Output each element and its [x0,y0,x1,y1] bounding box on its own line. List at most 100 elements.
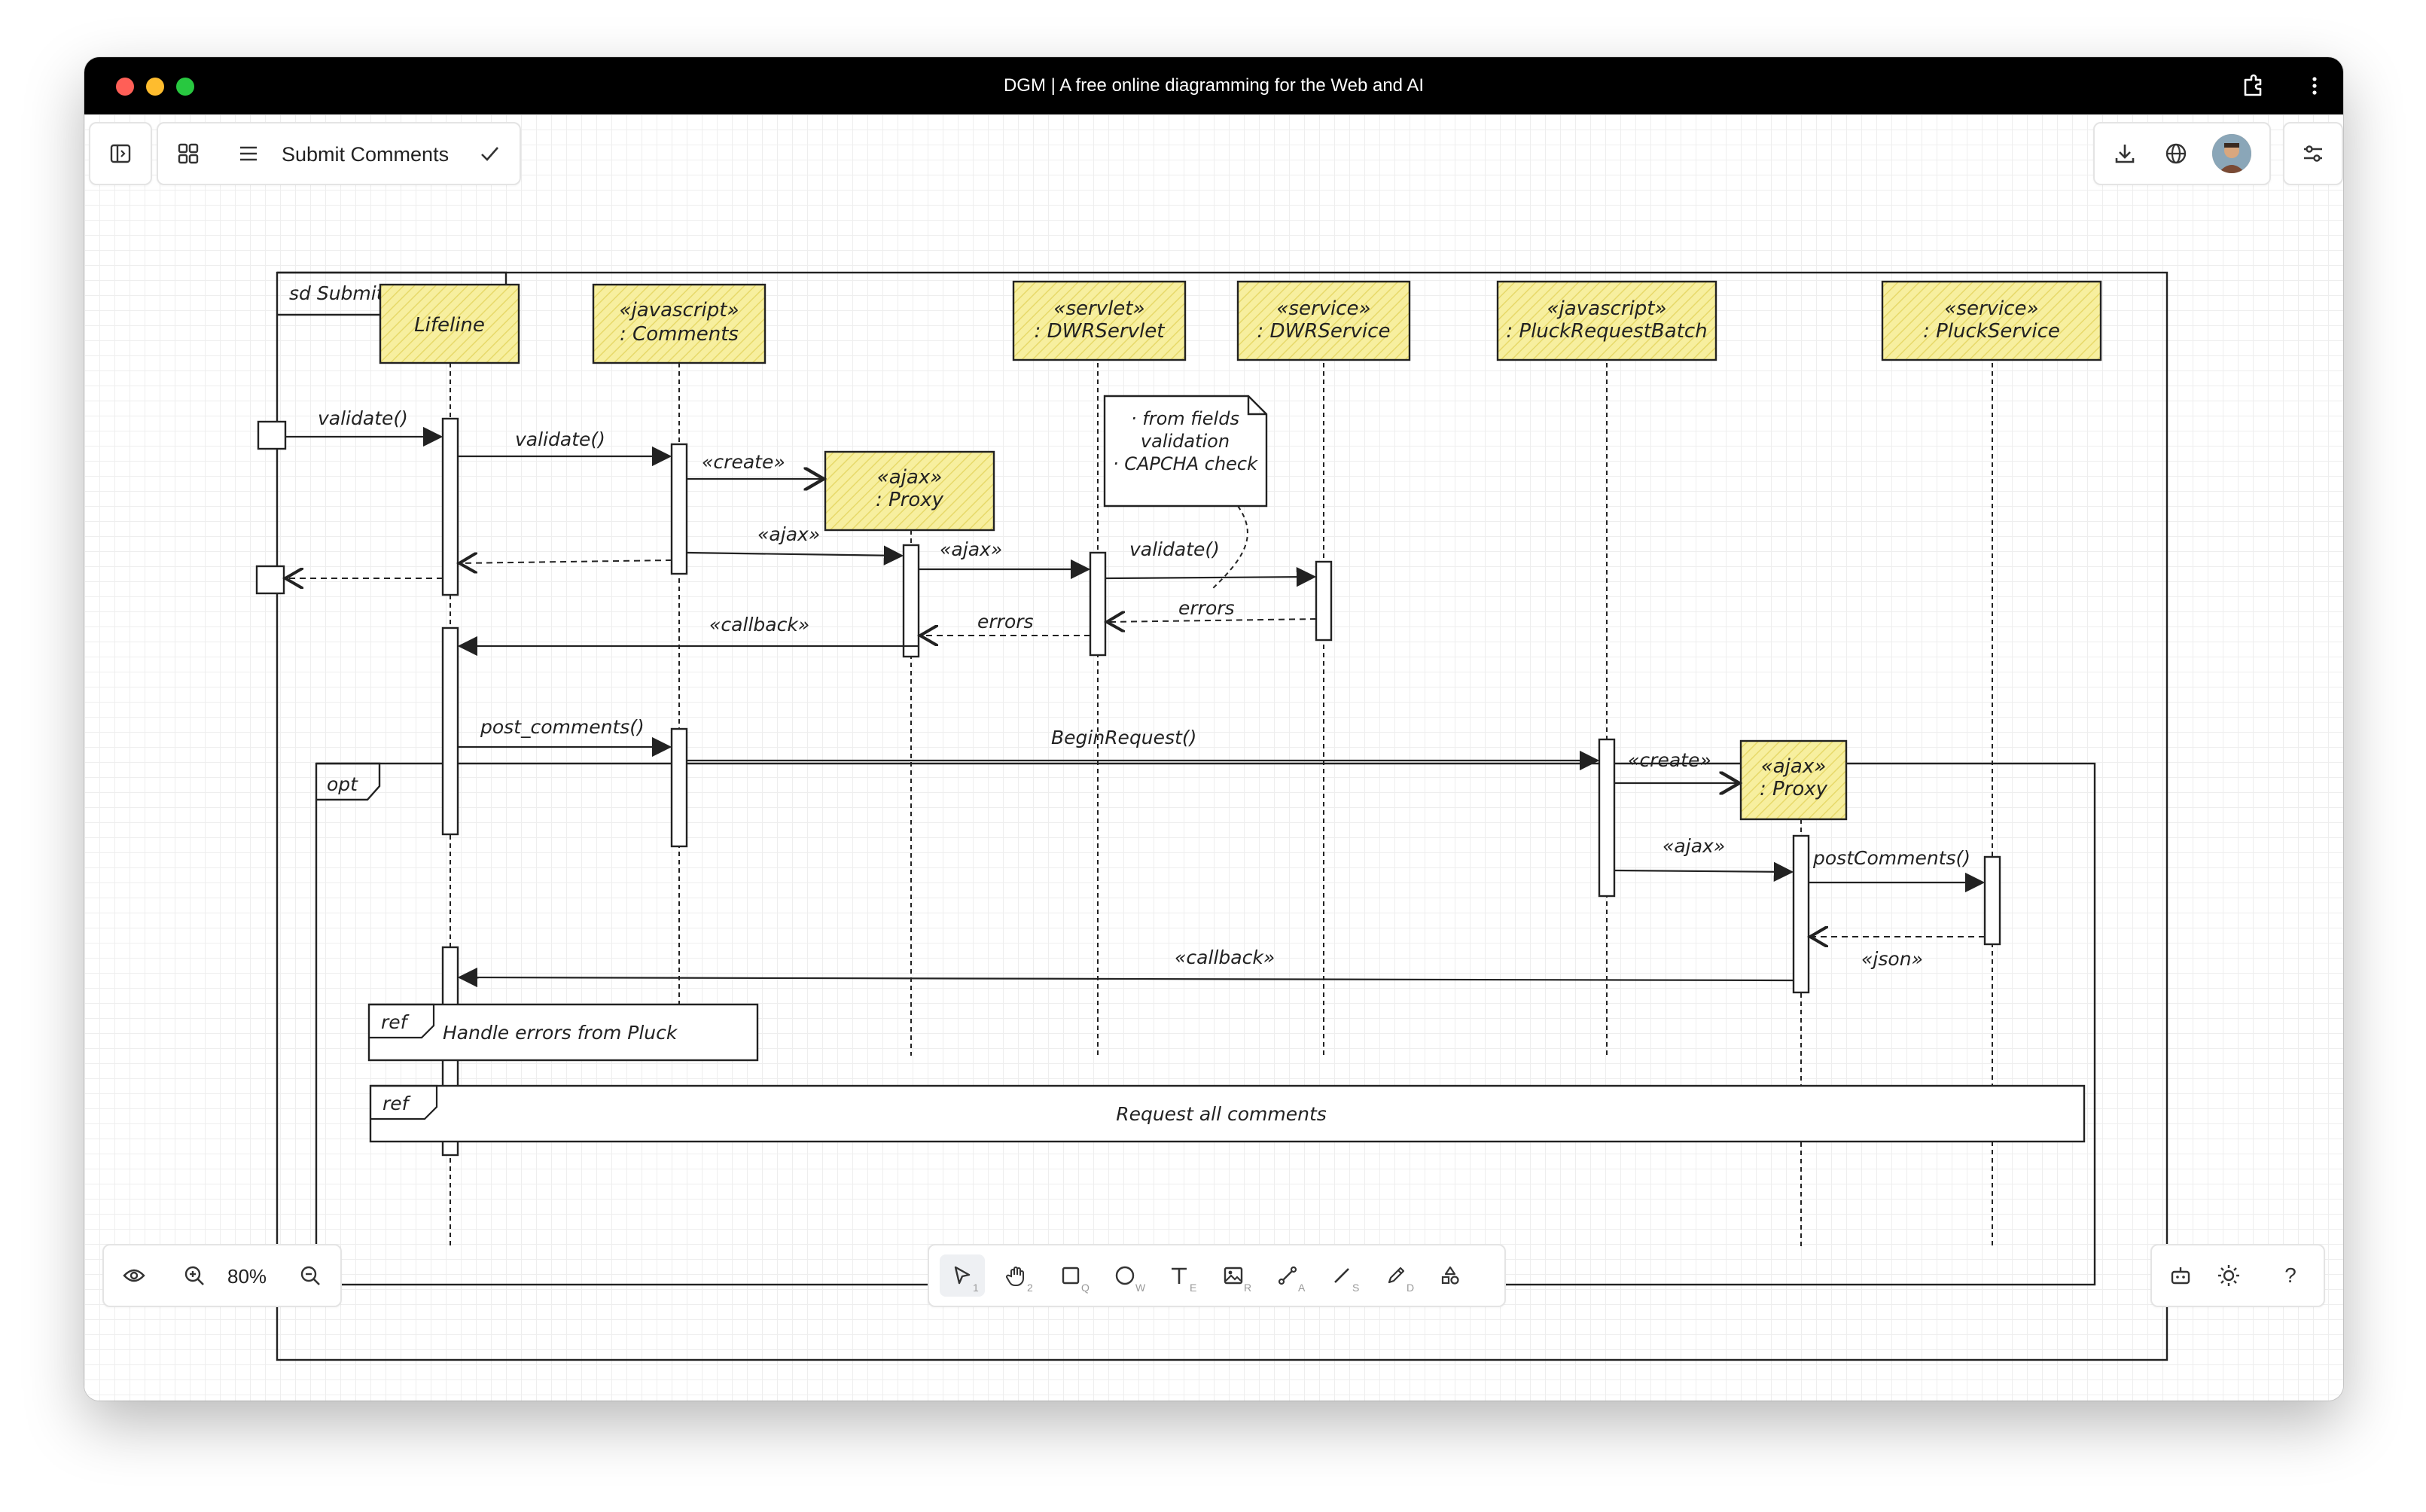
text-tool[interactable]: E [1157,1254,1202,1297]
message-label: errors [1178,597,1235,619]
ellipse-tool[interactable]: W [1102,1254,1147,1297]
message-label: errors [977,611,1034,633]
connector-icon [1278,1266,1297,1285]
line-icon [1334,1268,1349,1283]
message-label: «ajax» [1663,835,1725,857]
rectangle-tool[interactable]: Q [1048,1254,1093,1297]
proxy-stereotype: «ajax» [877,466,943,489]
message-label: BeginRequest() [1051,727,1196,748]
lifeline-stereotype: «service» [1276,297,1370,320]
sidebar-toggle-icon[interactable] [105,139,136,169]
settings-sliders-icon[interactable] [2298,139,2328,169]
text-icon [1172,1267,1187,1284]
ref-tag: ref [381,1011,410,1033]
hand-tool[interactable]: 2 [994,1254,1039,1297]
minimize-window-button[interactable] [146,78,164,96]
message-label: validate() [515,428,605,450]
lifeline-label: : PluckRequestBatch [1506,320,1707,343]
sd-frame [276,271,2168,1361]
lifeline-label: Lifeline [414,314,485,337]
lifeline-box [1236,280,1411,361]
message-label: «callback» [1175,947,1275,968]
message-label: «callback» [709,614,809,636]
settings-panel [2283,122,2343,185]
lifeline-box [592,283,767,364]
extensions-icon[interactable] [2239,72,2266,99]
document-name[interactable]: Submit Comments [282,143,450,166]
lifeline-stereotype: «service» [1944,297,2038,320]
select-tool[interactable]: 1 [940,1254,985,1297]
note-box [1103,395,1268,508]
maximize-window-button[interactable] [176,78,194,96]
zoom-panel: 80% [102,1244,342,1307]
image-icon [1224,1267,1243,1285]
message-label: «create» [702,451,785,473]
gate [257,420,287,450]
lifeline-label: : Comments [620,323,739,346]
share-panel [2093,122,2271,185]
sidebar-toggle-panel [89,122,152,185]
globe-icon[interactable] [2161,139,2191,169]
help-icon[interactable]: ? [2284,1264,2296,1287]
sun-icon[interactable] [2214,1261,2244,1291]
connector-tool[interactable]: A [1265,1254,1310,1297]
sequence-diagram[interactable]: sd Submit Comments opt [84,114,2343,1401]
lifeline-label: : DWRService [1257,320,1391,343]
lifeline-stereotype: «javascript» [1547,297,1666,320]
proxy-box [824,450,995,532]
note-line: · from fields [1131,408,1239,429]
message-label: «ajax» [757,523,820,545]
cursor-icon [954,1266,971,1285]
lifeline-box [1881,280,2102,361]
ellipse-icon [1115,1266,1135,1285]
message-label: «create» [1628,749,1711,771]
help-panel: ? [2150,1244,2325,1307]
message-label: post_comments() [480,716,645,738]
check-icon[interactable] [474,139,504,169]
note-line: · CAPCHA check [1113,453,1258,474]
line-tool[interactable]: S [1319,1254,1364,1297]
zoom-in-icon[interactable] [179,1261,209,1291]
zoom-out-icon[interactable] [295,1261,325,1291]
message-label: validate() [318,407,408,429]
menu-icon[interactable] [233,139,264,169]
ref-tag: ref [382,1093,411,1114]
proxy-label: : Proxy [876,489,944,511]
title-bar: DGM | A free online diagramming for the … [84,57,2343,114]
grid-icon[interactable] [173,139,203,169]
lifeline-heads [379,280,2102,821]
message-label: validate() [1129,538,1220,560]
lifeline-label: : PluckService [1923,320,2060,343]
ref-fragment [369,1084,2086,1143]
gate [255,565,285,595]
eye-icon[interactable] [119,1261,149,1291]
message-label: postComments() [1812,847,1970,869]
tools-panel: 1 2 Q W E R A [928,1244,1506,1307]
download-icon[interactable] [2110,139,2140,169]
proxy-label: : Proxy [1760,778,1828,800]
proxy-stereotype: «ajax» [1761,755,1827,778]
lifeline-label: : DWRServlet [1035,320,1166,343]
window-title: DGM | A free online diagramming for the … [1003,75,1425,96]
document-panel: Submit Comments [157,122,521,185]
shapes-tool[interactable] [1428,1254,1473,1297]
opt-label: opt [327,773,358,795]
ref-text: Request all comments [1116,1103,1327,1125]
close-window-button[interactable] [116,78,134,96]
lifeline-box [379,283,520,364]
drawing-canvas[interactable]: Submit Comments [84,114,2343,1401]
image-tool[interactable]: R [1211,1254,1256,1297]
message-label: «ajax» [940,538,1002,560]
zoom-level[interactable]: 80% [227,1265,267,1288]
lifeline-stereotype: «servlet» [1053,297,1144,320]
bot-icon[interactable] [2165,1261,2196,1291]
more-vertical-icon[interactable] [2301,72,2328,99]
lifeline-stereotype: «javascript» [619,299,739,322]
message-label: «json» [1861,948,1923,970]
pencil-tool[interactable]: D [1373,1254,1419,1297]
shapes-icon [1441,1266,1459,1285]
lifeline-box [1496,280,1717,361]
pencil-icon [1388,1267,1405,1284]
note-line: validation [1141,431,1230,452]
avatar[interactable] [2212,134,2251,173]
